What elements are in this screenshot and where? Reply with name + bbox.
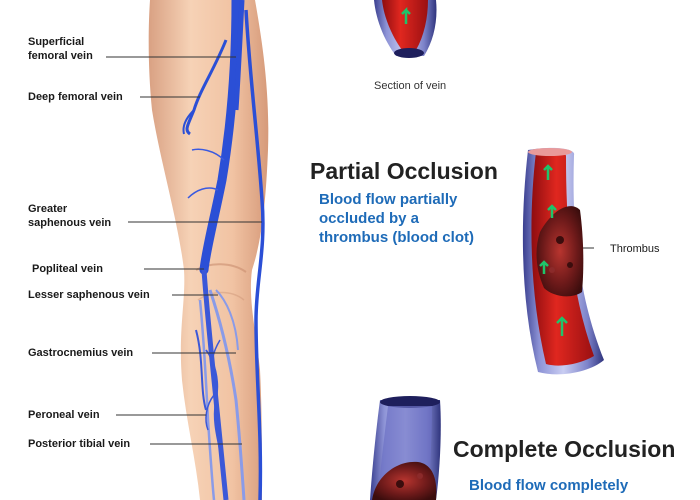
label-gastrocnemius-vein: Gastrocnemius vein: [28, 347, 134, 359]
label-deep-femoral-vein: Deep femoral vein: [28, 91, 123, 103]
partial-occlusion-vein: [522, 147, 604, 375]
label-posterior-tibial-vein: Posterior tibial vein: [28, 438, 131, 450]
vein-section-illustration: [374, 0, 437, 58]
label-lesser-saphenous-vein: Lesser saphenous vein: [28, 289, 150, 301]
partial-occlusion-title: Partial Occlusion: [310, 158, 498, 184]
label-popliteal-vein: Popliteal vein: [32, 263, 103, 275]
deep-femoral-vein: [185, 39, 228, 136]
greater-saphenous-vein: [244, 9, 265, 500]
complete-occlusion-vein: [370, 396, 441, 500]
femoral-vein: [199, 0, 241, 275]
complete-occlusion-title: Complete Occlusion: [453, 436, 676, 462]
partial-occlusion-description: Blood flow partially occluded by a throm…: [319, 191, 474, 246]
thrombus-label: Thrombus: [610, 243, 660, 255]
label-superficial-femoral-vein: Superficial femoral vein: [28, 36, 93, 62]
popliteal-vein: [201, 269, 229, 500]
label-peroneal-vein: Peroneal vein: [28, 409, 100, 421]
label-greater-saphenous-vein: Greater saphenous vein: [28, 203, 112, 229]
section-caption: Section of vein: [374, 80, 447, 92]
complete-occlusion-description: Blood flow completely: [469, 477, 629, 494]
